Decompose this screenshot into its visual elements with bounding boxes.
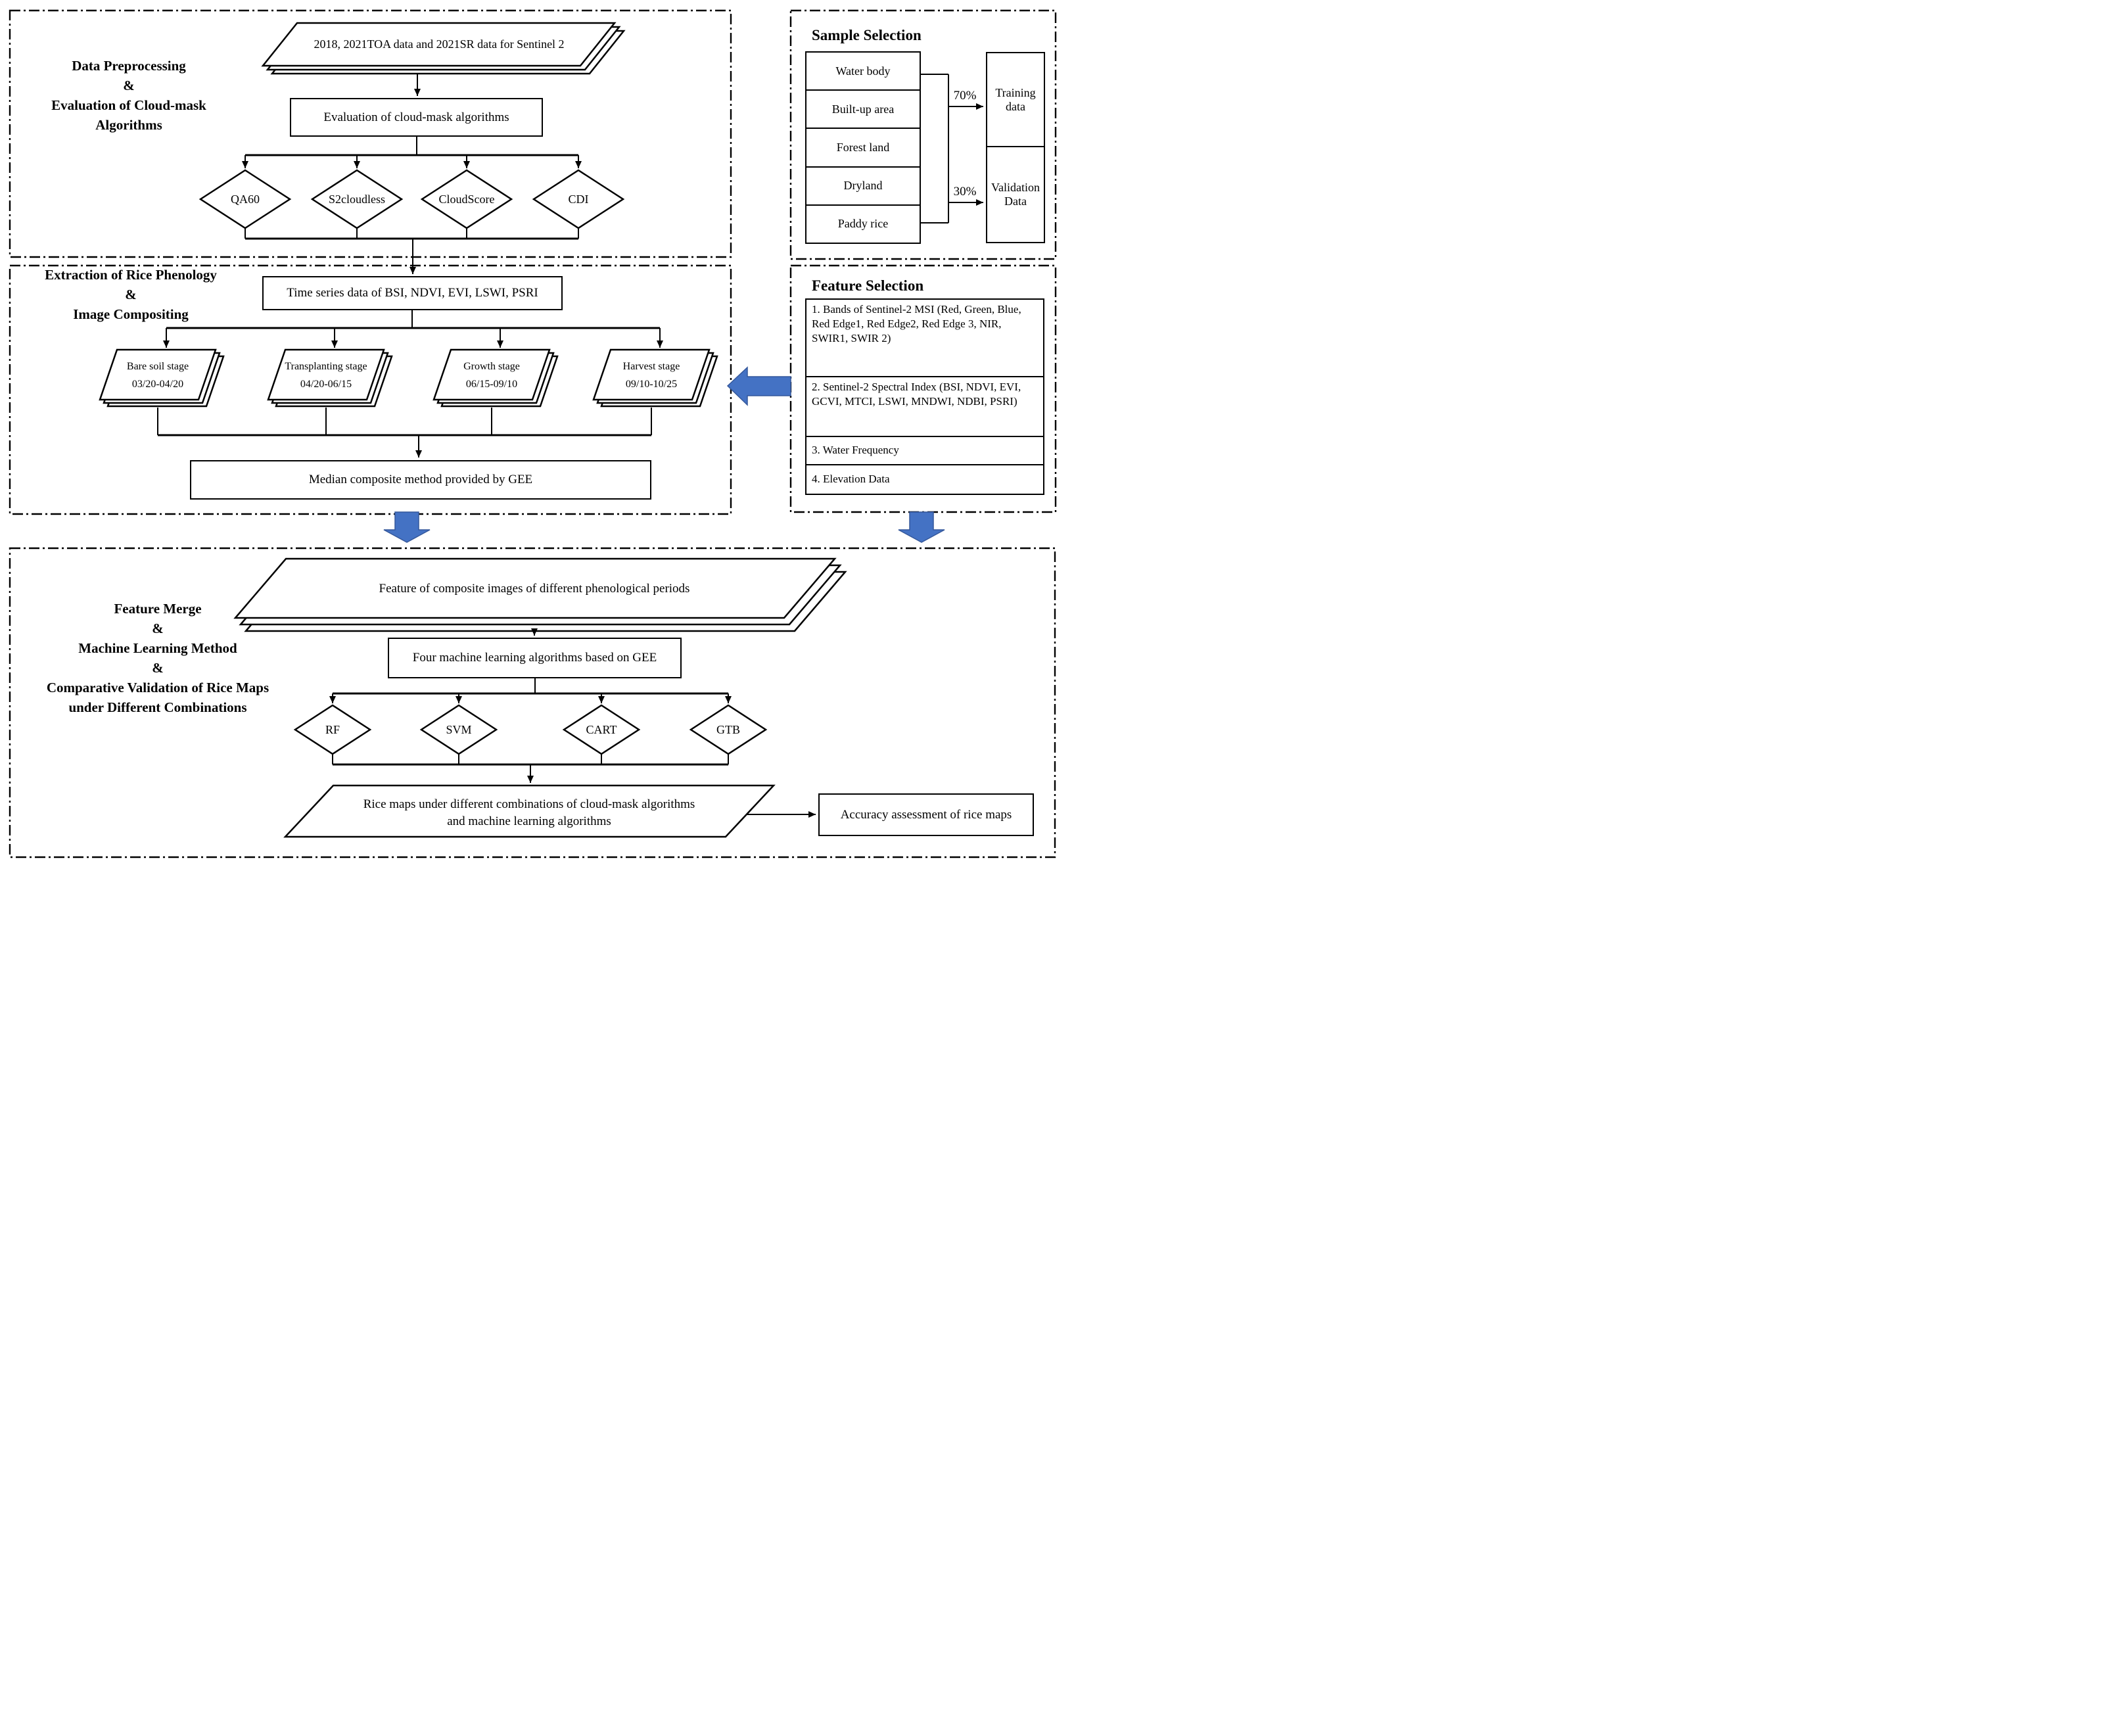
blue-arrow-feature-to-extraction-icon (726, 366, 791, 406)
feature-merge-sheet-1 (233, 557, 837, 619)
panel-border-machine-learning (9, 547, 1056, 858)
preprocessing-title-line3: Evaluation of Cloud-mask (51, 97, 206, 113)
diamond-qa60 (198, 169, 292, 229)
panel-border-preprocessing (9, 9, 732, 258)
class-paddy-rice: Paddy rice (837, 217, 889, 231)
stage3-name: Growth stage (463, 361, 520, 372)
diamond-s2cloudless-label: S2cloudless (328, 193, 385, 206)
stage4-period: 09/10-10/25 (625, 379, 678, 390)
diamond-gtb-label: GTB (716, 723, 740, 736)
blue-flow-arrows (383, 366, 945, 543)
diamond-svm-label: SVM (446, 723, 472, 736)
feature-merge-label: Feature of composite images of different… (379, 582, 690, 596)
stage2-label: Transplanting stage 04/20-06/15 (273, 358, 379, 393)
blue-arrow-feature-to-ml-icon (898, 511, 945, 543)
feature-list: 1. Bands of Sentinel-2 MSI (Red, Green, … (805, 298, 1044, 495)
extraction-title-line2: & (125, 287, 137, 302)
feature-item-elevation: 4. Elevation Data (812, 473, 890, 486)
split-70-label: 70% (953, 89, 977, 103)
diamond-s2cloudless (310, 169, 404, 229)
diamond-cart-label: CART (586, 723, 617, 736)
split-30-label: 30% (953, 185, 977, 199)
stage3-sheet-front (432, 348, 551, 401)
ml-title-line5: Comparative Validation of Rice Maps (46, 680, 269, 695)
extraction-title-line1: Extraction of Rice Phenology (45, 267, 217, 283)
sample-class-list: Water body Built-up area Forest land Dry… (805, 51, 921, 244)
extraction-title-line3: Image Compositing (73, 306, 189, 322)
class-built-up: Built-up area (806, 91, 920, 129)
stage-sheets (99, 348, 718, 408)
training-data-box: Training data (987, 53, 1044, 148)
ml-diamonds (293, 704, 768, 755)
connector-lines (157, 74, 983, 818)
flowchart-canvas: Data Preprocessing & Evaluation of Cloud… (0, 0, 1062, 868)
panel-border-extraction (9, 264, 732, 515)
stage3-label: Growth stage 06/15-09/10 (439, 358, 544, 393)
stage2-name: Transplanting stage (285, 361, 367, 372)
feature-item-index: 2. Sentinel-2 Spectral Index (BSI, NDVI,… (806, 377, 1043, 438)
evaluation-box: Evaluation of cloud-mask algorithms (290, 98, 543, 137)
feature-merge-parallelogram (233, 557, 847, 632)
extraction-title: Extraction of Rice Phenology & Image Com… (9, 265, 252, 324)
stage1-period: 03/20-04/20 (131, 379, 184, 390)
diamond-cloudscore (420, 169, 513, 229)
input-data-sheet-1 (261, 22, 617, 67)
diamond-rf-label: RF (325, 723, 340, 736)
stage4-name: Harvest stage (622, 361, 680, 372)
class-water-body: Water body (806, 53, 920, 91)
stage1-label: Bare soil stage 03/20-04/20 (105, 358, 210, 393)
rice-maps-parallelogram (283, 784, 776, 838)
validation-data-box: Validation Data (991, 181, 1040, 208)
preprocessing-title: Data Preprocessing & Evaluation of Cloud… (14, 56, 244, 135)
class-dryland: Dryland (806, 168, 920, 206)
diamond-cdi-label: CDI (568, 193, 589, 206)
panel-border-sample-selection (789, 9, 1057, 260)
four-ml-box: Four machine learning algorithms based o… (388, 638, 682, 678)
diamond-cloudscore-label: CloudScore (438, 193, 495, 206)
rice-maps-label: Rice maps under different combinations o… (299, 796, 759, 830)
median-composite-box: Median composite method provided by GEE (190, 460, 651, 500)
diamond-svm (419, 704, 498, 755)
preprocessing-title-line2: & (123, 78, 135, 93)
accuracy-box: Accuracy assessment of rice maps (818, 793, 1034, 836)
stage2-period: 04/20-06/15 (300, 379, 352, 390)
stage2-sheet-front (267, 348, 385, 401)
diagram-shapes-layer (9, 9, 1057, 858)
feature-item-bands: 1. Bands of Sentinel-2 MSI (Red, Green, … (806, 300, 1043, 378)
stage1-name: Bare soil stage (126, 361, 189, 372)
time-series-box: Time series data of BSI, NDVI, EVI, LSWI… (262, 276, 563, 310)
class-forest-land: Forest land (806, 129, 920, 168)
rice-maps-line2: and machine learning algorithms (447, 814, 611, 828)
stage4-label: Harvest stage 09/10-10/25 (599, 358, 704, 393)
input-data-label: 2018, 2021TOA data and 2021SR data for S… (314, 37, 565, 51)
ml-title-line4: & (152, 660, 164, 676)
ml-title-line2: & (152, 621, 164, 636)
diamond-cart (562, 704, 641, 755)
diamond-cdi (532, 169, 625, 229)
ml-title-line1: Feature Merge (114, 601, 202, 617)
blue-arrow-extraction-to-ml-icon (383, 511, 431, 543)
preprocessing-title-line4: Algorithms (95, 117, 162, 133)
ml-section-title: Feature Merge & Machine Learning Method … (7, 599, 309, 717)
preprocessing-title-line1: Data Preprocessing (72, 58, 186, 74)
rice-maps-line1: Rice maps under different combinations o… (363, 797, 695, 811)
stage4-sheet-front (592, 348, 711, 401)
feature-item-water-frequency: 3. Water Frequency (806, 437, 1043, 465)
stage3-period: 06/15-09/10 (465, 379, 518, 390)
diamond-rf (293, 704, 372, 755)
diamond-qa60-label: QA60 (231, 193, 260, 206)
sample-selection-title: Sample Selection (812, 27, 922, 43)
input-data-parallelogram (261, 22, 626, 75)
diamond-gtb (689, 704, 768, 755)
ml-title-line3: Machine Learning Method (78, 640, 237, 656)
train-validation-boxes: Training data Validation Data (986, 52, 1045, 243)
feature-selection-title: Feature Selection (812, 277, 924, 294)
cloud-mask-diamonds (198, 169, 625, 229)
stage1-sheet-front (99, 348, 217, 401)
ml-title-line6: under Different Combinations (68, 699, 247, 715)
